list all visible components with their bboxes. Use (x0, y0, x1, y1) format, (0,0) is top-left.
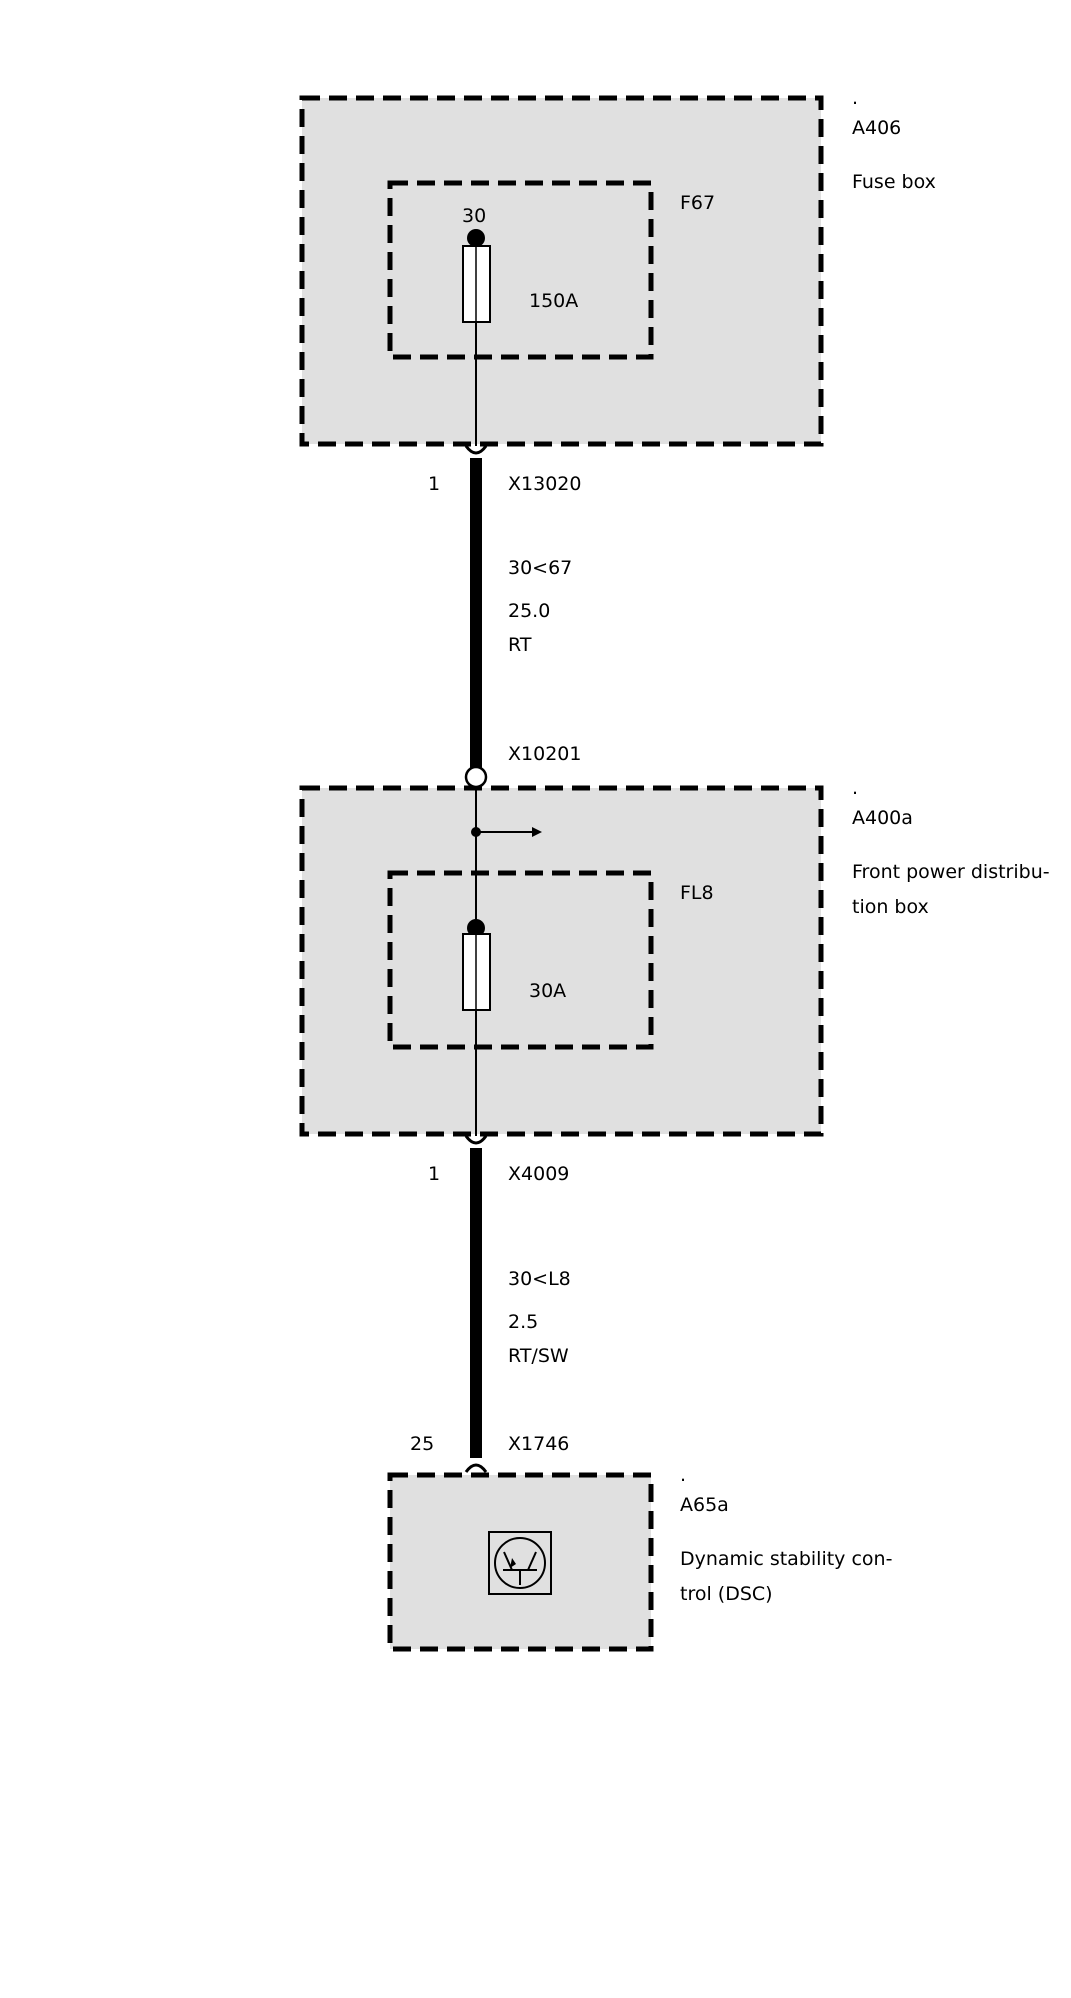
dsc-module-dot: . (680, 1464, 686, 1486)
connector-x4009-pin: 1 (428, 1163, 440, 1185)
wire-30-67-color: RT (508, 634, 532, 656)
connector-x1746: 25 X1746 (410, 1433, 569, 1473)
fuse-f67-terminal: 30 (462, 205, 486, 227)
transistor-icon (488, 1531, 552, 1595)
fuse-fl8-id: FL8 (680, 882, 714, 904)
distribution-box-name-line2: tion box (852, 896, 929, 918)
distribution-box-dot: . (852, 777, 858, 799)
distribution-box-outline (299, 785, 824, 1137)
connector-x10201-symbol (464, 765, 488, 789)
wire-30-l8-signal: 30<L8 (508, 1268, 571, 1290)
connector-x13020-id: X13020 (508, 473, 581, 495)
connector-x4009-id: X4009 (508, 1163, 569, 1185)
connector-x4009: 1 X4009 (428, 1135, 569, 1185)
fuse-box-name: Fuse box (852, 171, 936, 193)
front-power-distribution-box-a400a: . A400a Front power distribu- tion box F… (299, 777, 1050, 1137)
fuse-box-a406: . A406 Fuse box F67 30 150A (299, 87, 936, 447)
connector-x10201: X10201 (464, 743, 581, 789)
dsc-module-a65a: . A65a Dynamic stability con- trol (DSC) (387, 1464, 892, 1652)
connector-x13020-symbol (464, 445, 488, 455)
fuse-box-outline (299, 95, 824, 447)
wire-30-l8: 30<L8 2.5 RT/SW (470, 1148, 571, 1458)
dsc-module-name-line1: Dynamic stability con- (680, 1548, 892, 1570)
distribution-box-name-line1: Front power distribu- (852, 861, 1050, 883)
dsc-module-id: A65a (680, 1494, 729, 1516)
wire-30-l8-cross-section: 2.5 (508, 1311, 538, 1333)
wire-30-67-cross-section: 25.0 (508, 600, 550, 622)
fuse-fl8-outline (387, 870, 654, 1050)
connector-x13020: 1 X13020 (428, 445, 581, 495)
wire-30-67: 30<67 25.0 RT (470, 458, 572, 768)
connector-x1746-symbol (464, 1463, 488, 1473)
fuse-f67-outline (387, 180, 654, 360)
fuse-f67-id: F67 (680, 192, 715, 214)
fuse-f67-rating: 150A (529, 290, 578, 312)
connector-x10201-id: X10201 (508, 743, 581, 765)
connector-x1746-pin: 25 (410, 1433, 434, 1455)
distribution-box-id: A400a (852, 807, 913, 829)
fuse-box-dot: . (852, 87, 858, 109)
wire-30-l8-color: RT/SW (508, 1345, 569, 1367)
fuse-box-id: A406 (852, 117, 901, 139)
connector-x1746-id: X1746 (508, 1433, 569, 1455)
connector-x4009-symbol (464, 1135, 488, 1145)
dsc-module-name-line2: trol (DSC) (680, 1583, 773, 1605)
dsc-module-outline (387, 1472, 654, 1652)
fuse-fl8-rating: 30A (529, 980, 566, 1002)
connector-x13020-pin: 1 (428, 473, 440, 495)
wire-30-67-signal: 30<67 (508, 557, 572, 579)
